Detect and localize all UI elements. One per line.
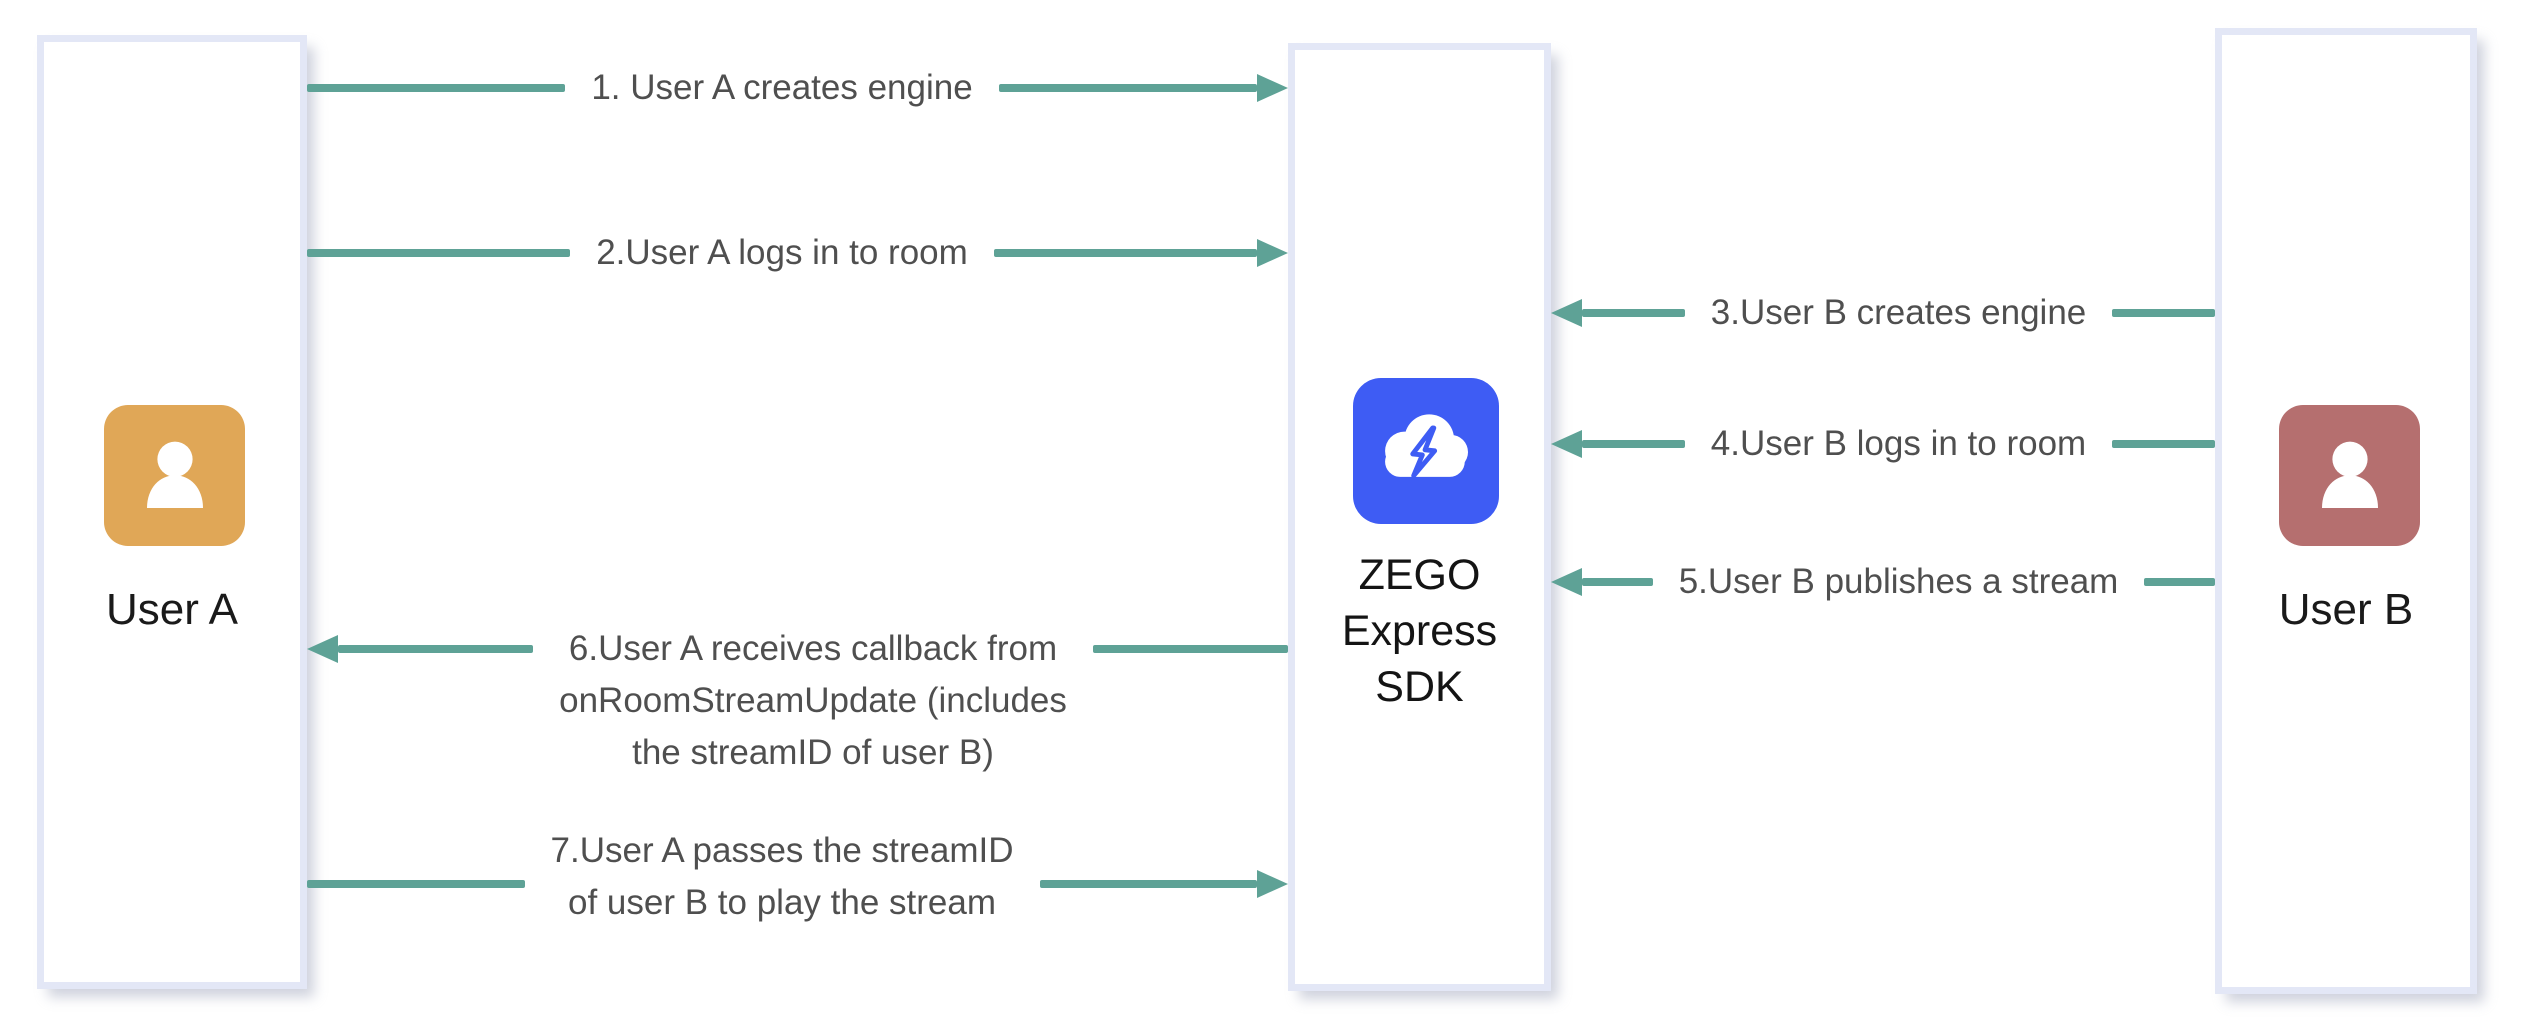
arrow-line [998,84,1257,92]
person-icon [2321,441,2378,508]
arrow-6-label: 6.User A receives callback from onRoomSt… [559,629,1067,772]
arrow-line [1582,578,1653,586]
arrow-6-stream-update-callback: 6.User A receives callback from onRoomSt… [307,623,1289,779]
arrow-4-login-room: 4.User B logs in to room [1551,418,2215,470]
actor-panel-user-b: User B [2215,28,2477,994]
arrow-5-label: 5.User B publishes a stream [1678,562,2119,601]
arrowhead-left-icon [307,635,338,663]
cloud-lightning-glyph [1385,414,1468,479]
arrowhead-left-icon [1551,299,1582,327]
arrowhead-left-icon [1551,568,1582,596]
arrow-7-play-stream: 7.User A passes the streamID of user B t… [307,825,1289,929]
arrow-4-label: 4.User B logs in to room [1710,424,2087,463]
actor-panel-zego-sdk: ZEGO Express SDK [1288,43,1551,991]
user-a-label: User A [105,585,239,634]
arrow-line [338,645,534,653]
arrow-line [2112,440,2215,448]
arrowhead-right-icon [1257,239,1289,267]
arrow-5-publish-stream: 5.User B publishes a stream [1551,556,2216,608]
arrow-line [2112,309,2216,317]
sdk-label-line: ZEGO [1358,551,1481,599]
user-b-avatar-icon [2279,405,2420,546]
arrow-line [1092,645,1289,653]
arrow-7-label: 7.User A passes the streamID of user B t… [550,831,1014,922]
arrow-line [307,249,571,257]
arrow-1-label: 1. User A creates engine [591,68,973,107]
sdk-label-line: SDK [1375,663,1464,711]
arrow-2-label: 2.User A logs in to room [596,233,968,272]
zego-cloud-lightning-icon [1353,378,1499,524]
arrow-line [307,880,525,888]
arrow-3-label: 3.User B creates engine [1710,293,2087,332]
arrow-line [1582,309,1685,317]
arrow-line [1039,880,1258,888]
arrow-3-create-engine: 3.User B creates engine [1551,287,2216,339]
arrowhead-right-icon [1257,74,1288,102]
person-icon [146,441,203,508]
user-a-avatar-icon [104,405,245,546]
sdk-label: ZEGO Express SDK [1295,547,1544,715]
arrowhead-left-icon [1551,430,1582,458]
user-b-label: User B [2278,585,2414,634]
sdk-label-line: Express [1341,607,1498,655]
actor-panel-user-a: User A [37,35,307,989]
arrow-line [993,249,1258,257]
arrow-2-login-room: 2.User A logs in to room [307,227,1289,279]
arrow-line [307,84,566,92]
arrow-line [1582,440,1685,448]
arrow-line [2144,578,2216,586]
arrowhead-right-icon [1257,870,1289,898]
arrow-1-create-engine: 1. User A creates engine [307,62,1288,114]
